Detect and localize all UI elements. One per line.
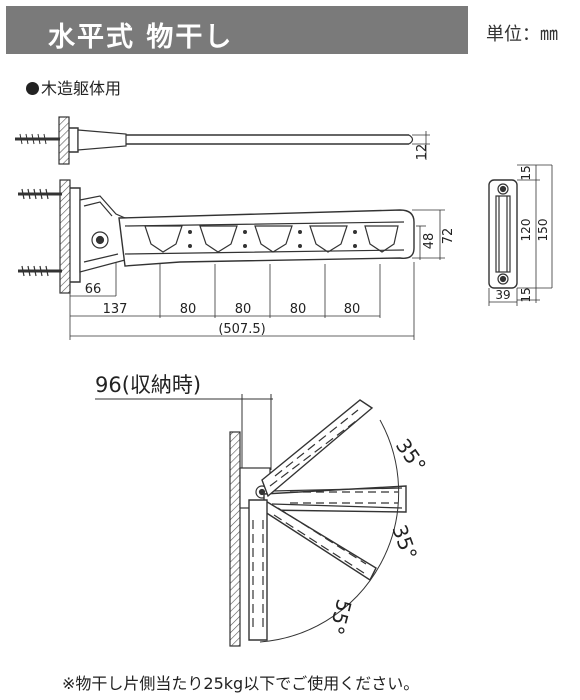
dim-66: 66 <box>85 282 102 297</box>
dim-spacing-3: 80 <box>290 302 307 317</box>
dim-side-120: 120 <box>519 219 533 242</box>
dim-side-top: 15 <box>519 165 533 180</box>
dim-side-150: 150 <box>536 219 550 242</box>
dim-lines-front <box>69 209 445 340</box>
title-bar: 水平式 物干し <box>6 6 468 54</box>
angle-lower: 35° <box>387 522 422 564</box>
arm-holes <box>144 225 399 253</box>
page-title: 水平式 物干し <box>48 22 234 53</box>
dim-spacing-4: 80 <box>344 302 361 317</box>
dim-spacing-2: 80 <box>235 302 252 317</box>
dim-lines-side <box>488 164 553 306</box>
bullet-icon <box>26 82 39 95</box>
wall-folding <box>229 431 241 647</box>
arm-upper <box>261 399 374 498</box>
screw-top-view <box>15 133 60 145</box>
dim-137: 137 <box>103 302 128 317</box>
dim-total: (507.5) <box>218 322 265 337</box>
stored-label: 96(収納時) <box>95 373 201 397</box>
dim-48: 48 <box>422 233 437 250</box>
footer-note: ※物干し片側当たり25kg以下でご使用ください。 <box>62 674 420 693</box>
top-view <box>15 116 430 165</box>
side-view <box>488 164 553 306</box>
angle-down: 55° <box>324 597 356 637</box>
dim-side-bottom: 15 <box>519 287 533 302</box>
dim-72: 72 <box>441 228 456 245</box>
section-label: 木造躯体用 <box>41 79 122 98</box>
dim-side-39: 39 <box>495 288 510 302</box>
front-view <box>18 179 445 340</box>
screws-front <box>18 188 62 277</box>
wall-section <box>58 116 70 165</box>
folding-view <box>95 394 407 647</box>
dim-spacing-1: 80 <box>180 302 197 317</box>
dim-thickness: 12 <box>415 144 430 161</box>
arm-down <box>248 499 268 641</box>
section-heading: 木造躯体用 <box>26 75 121 99</box>
unit-label: 単位：㎜ <box>486 24 558 45</box>
wall-section-front <box>59 179 71 294</box>
